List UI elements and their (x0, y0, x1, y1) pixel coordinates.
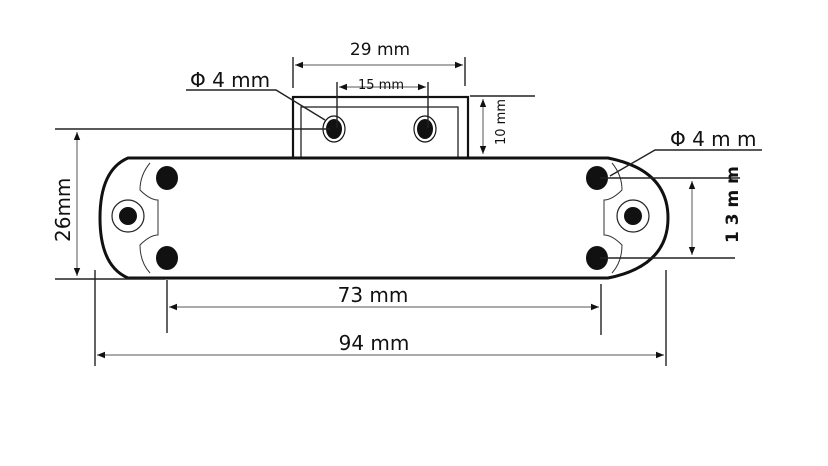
label-26mm: 26mm (51, 178, 75, 242)
label-29mm: 29 mm (350, 40, 410, 60)
dim-94mm: 94 mm (94, 270, 667, 366)
label-15mm: 15 mm (358, 78, 404, 93)
dim-29mm: 29 mm (292, 40, 466, 88)
dim-10mm: 10 mm (470, 95, 535, 154)
top-bracket (291, 95, 470, 160)
label-73mm: 73 mm (338, 283, 409, 307)
dim-13mm: 1 3 m m (600, 166, 743, 259)
label-13mm: 1 3 m m (723, 166, 743, 243)
hole (156, 246, 178, 270)
label-10mm: 10 mm (494, 99, 509, 145)
label-94mm: 94 mm (339, 331, 410, 355)
leader-body-hole: Φ 4 m m (609, 127, 762, 177)
hole (156, 166, 178, 190)
dim-15mm: 15 mm (336, 78, 429, 128)
label-phi4-body: Φ 4 m m (670, 127, 757, 151)
leader-bracket-hole: Φ 4 mm (186, 68, 326, 121)
mounting-plate (98, 156, 670, 280)
dim-26mm: 26mm (51, 128, 330, 280)
dim-73mm: 73 mm (166, 280, 602, 335)
hole (586, 166, 608, 190)
center-hole-right (624, 207, 642, 225)
label-phi4-bracket: Φ 4 mm (190, 68, 270, 92)
center-hole-left (119, 207, 137, 225)
hole (586, 246, 608, 270)
